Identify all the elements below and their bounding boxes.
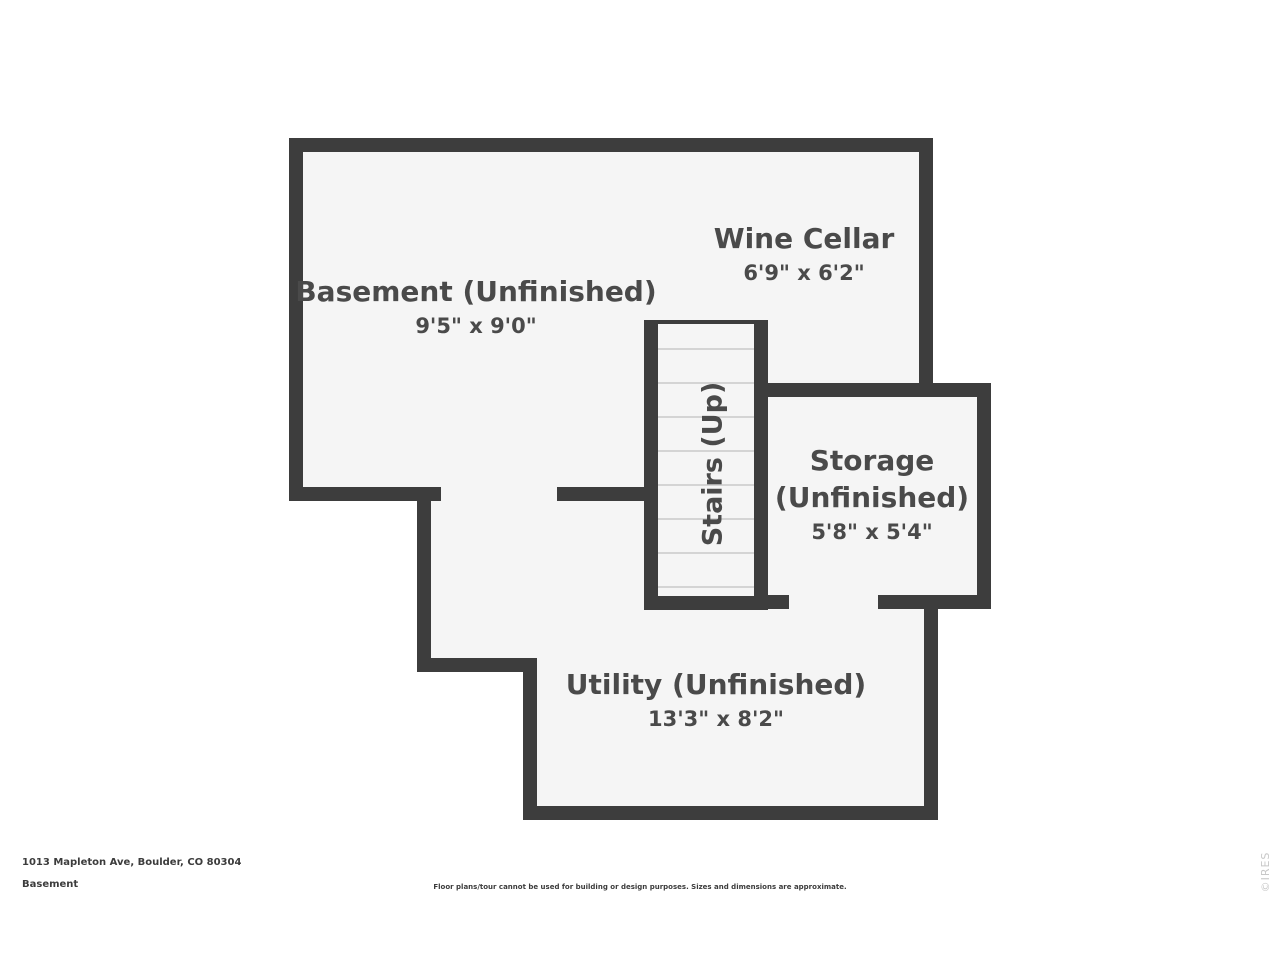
stair-treads (658, 348, 754, 588)
basement-room-name: Basement (Unfinished) (295, 275, 656, 308)
wine-cellar-room-name: Wine Cellar (714, 222, 895, 255)
disclaimer-text: Floor plans/tour cannot be used for buil… (433, 883, 847, 891)
stairs-label: Stairs (Up) (698, 382, 729, 547)
outer-wall (289, 138, 991, 820)
floor-name: Basement (22, 879, 79, 890)
stairs-inner (658, 324, 754, 596)
basement-room-dimensions: 9'5" x 9'0" (415, 314, 536, 338)
utility-room-dimensions: 13'3" x 8'2" (648, 707, 784, 731)
watermark: ©IRES (1259, 851, 1272, 893)
floor-area (296, 145, 984, 813)
wine-cellar-room-dimensions: 6'9" x 6'2" (743, 261, 864, 285)
storage-room-name-line2: (Unfinished) (775, 481, 969, 514)
storage-room-dimensions: 5'8" x 5'4" (811, 520, 932, 544)
staircase (644, 320, 768, 610)
utility-room-name: Utility (Unfinished) (566, 668, 866, 701)
walls (289, 138, 991, 820)
storage-room-name: Storage (810, 444, 935, 477)
floor-fill (296, 145, 984, 813)
property-address: 1013 Mapleton Ave, Boulder, CO 80304 (22, 857, 242, 868)
